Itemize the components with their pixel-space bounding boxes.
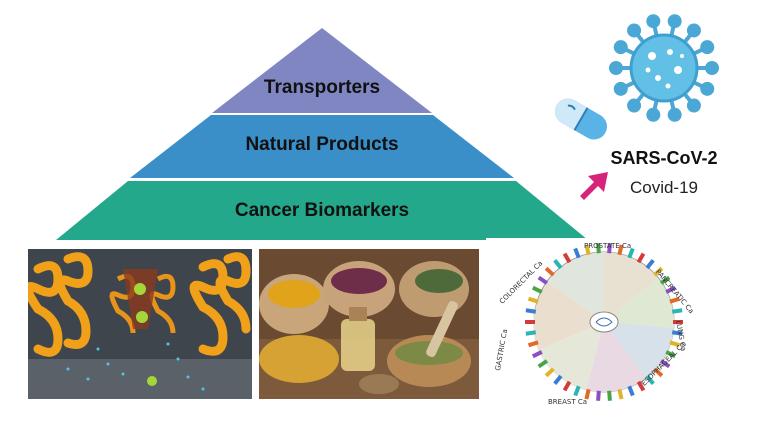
wheel-marker [607, 390, 612, 401]
wheel-marker [596, 243, 601, 254]
wheel-marker [544, 367, 555, 378]
wheel-marker [544, 266, 555, 277]
wheel-marker [617, 388, 624, 400]
protein-structure-image [28, 249, 252, 399]
wheel-marker [636, 252, 646, 264]
wheel-marker [671, 330, 683, 336]
wheel-marker [627, 385, 635, 397]
virus-spike-tip [646, 14, 661, 29]
wheel-marker [573, 247, 581, 259]
virus-spike-tip [627, 23, 642, 38]
virus-spike-tip [686, 98, 701, 113]
pyramid-tier-top [212, 28, 432, 113]
wheel-marker [669, 296, 681, 304]
virus-spike-tip [667, 107, 682, 122]
virus-spike-tip [613, 81, 628, 96]
tier-label-cancer-biomarkers: Cancer Biomarkers [234, 200, 410, 221]
wheel-marker [537, 359, 549, 369]
wheel-marker [665, 350, 677, 359]
wheel-marker [531, 285, 543, 294]
wheel-marker [645, 258, 655, 270]
virus-spike-tip [646, 107, 661, 122]
virus-spike-tip [627, 98, 642, 113]
virus-subtitle: Covid-19 [629, 178, 699, 197]
wheel-marker [659, 275, 671, 285]
wheel-marker [653, 367, 664, 378]
wheel-marker [671, 308, 683, 314]
wheel-marker [659, 359, 671, 369]
wheel-marker [525, 330, 537, 336]
wheel-marker [562, 252, 572, 264]
wheel-marker [669, 340, 681, 348]
wheel-marker [562, 380, 572, 392]
wheel-marker [584, 244, 591, 256]
virus-spike-tip [700, 81, 715, 96]
wheel-marker [584, 388, 591, 400]
virus-spike-tip [667, 14, 682, 29]
tier-label-natural-products: Natural Products [245, 134, 399, 155]
arrow-up-right-icon [580, 172, 608, 200]
herbs-and-oils-image [259, 249, 479, 399]
pyramid-tier-bottom [56, 181, 588, 240]
wheel-marker [531, 350, 543, 359]
wheel-marker [525, 308, 537, 314]
virus-spike-tip [613, 40, 628, 55]
virus-spike-tip [700, 40, 715, 55]
tier-label-transporters: Transporters [263, 77, 381, 98]
wheel-marker [553, 374, 563, 386]
wheel-marker [627, 247, 635, 259]
wheel-marker [617, 244, 624, 256]
wheel-label-breast: BREAST Ca [548, 398, 587, 406]
wheel-marker [665, 285, 677, 294]
wheel-marker [673, 320, 683, 324]
wheel-marker [525, 320, 535, 324]
virus-spike-tip [686, 23, 701, 38]
virus-spike-tip [705, 61, 719, 75]
wheel-marker [553, 258, 563, 270]
wheel-marker [537, 275, 549, 285]
pyramid-tier-middle [130, 115, 514, 178]
wheel-marker [573, 385, 581, 397]
wheel-marker [645, 374, 655, 386]
wheel-marker [607, 243, 612, 254]
wheel-marker [527, 296, 539, 304]
cancer-wheel-image [486, 238, 722, 414]
virus-spike-tip [609, 61, 623, 75]
wheel-marker [527, 340, 539, 348]
wheel-marker [596, 390, 601, 401]
wheel-marker [653, 266, 664, 277]
capsule-icon [555, 98, 607, 140]
wheel-label-prostate: PROSTATE Ca [584, 242, 632, 250]
virus-title: SARS-CoV-2 [610, 148, 718, 168]
wheel-marker [636, 380, 646, 392]
virus-icon [609, 14, 719, 122]
